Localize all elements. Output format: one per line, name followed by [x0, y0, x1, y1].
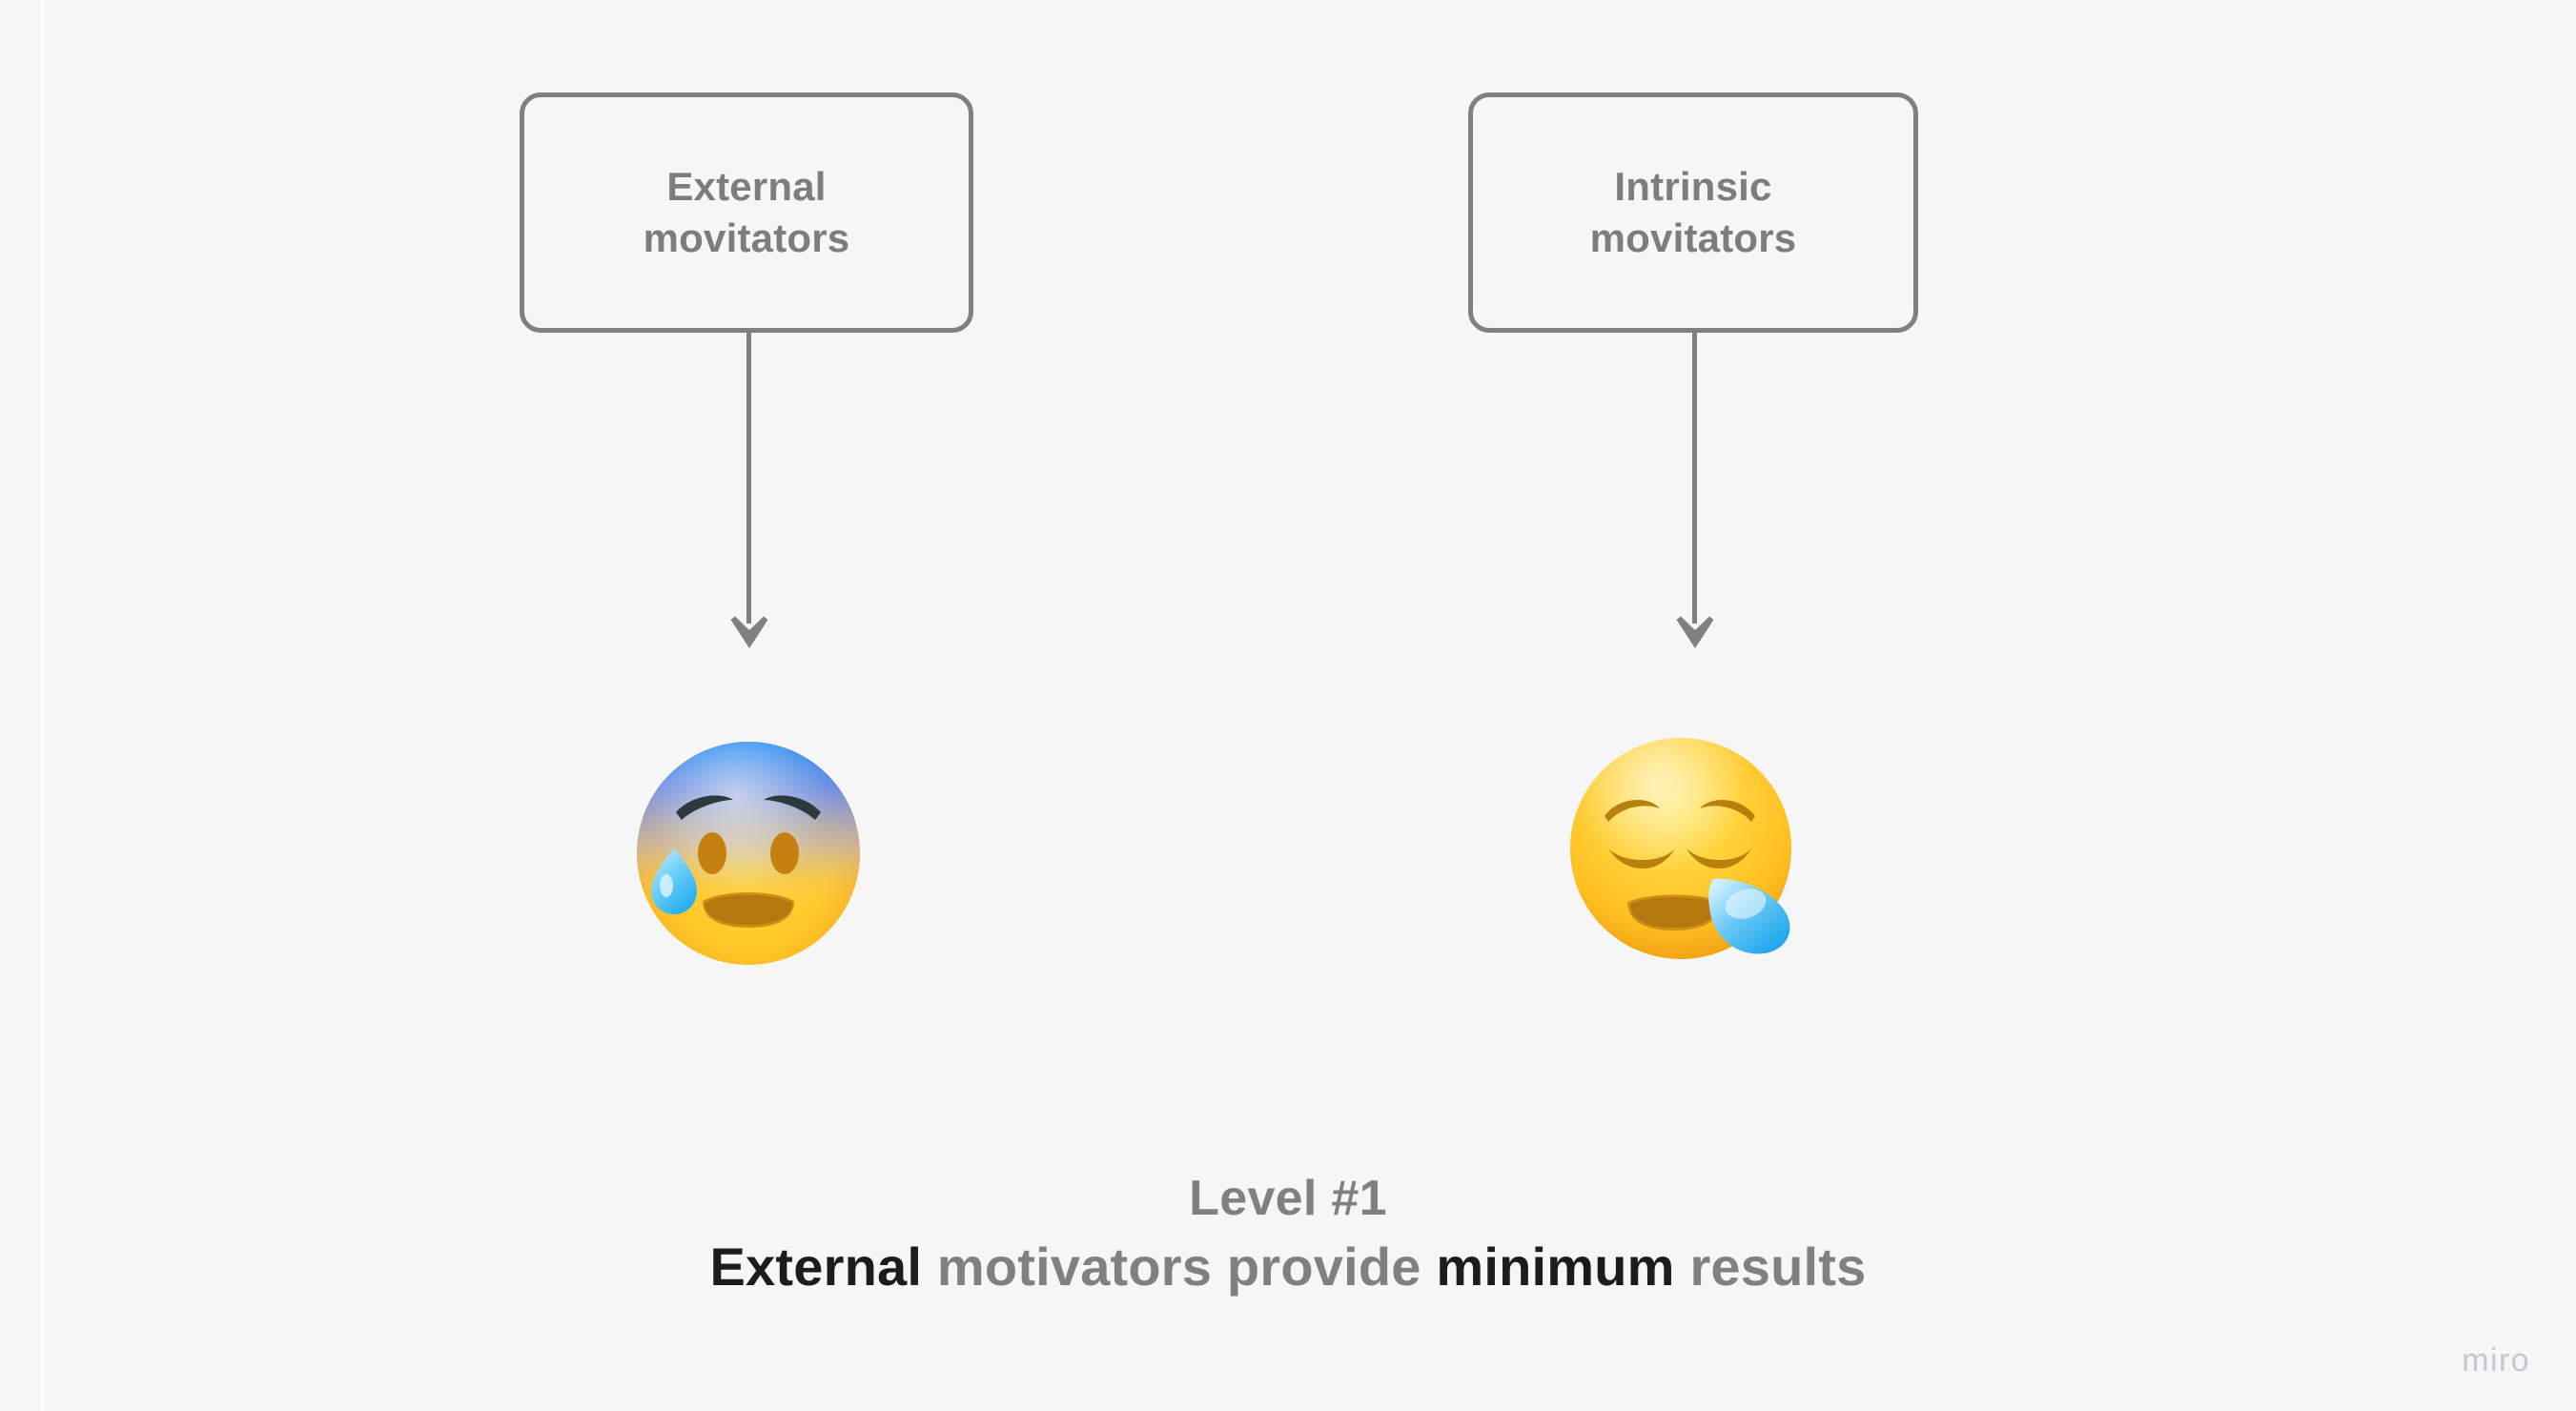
connector-line	[1692, 333, 1697, 624]
caption-level-label: Level #1	[1189, 1171, 1387, 1226]
caption-block: Level #1 External motivators provide min…	[0, 1171, 2576, 1298]
frame-divider	[41, 0, 44, 1411]
anxious-face-with-sweat-emoji[interactable]	[632, 737, 865, 970]
caption-word-provide: provide	[1226, 1237, 1421, 1298]
node-external-motivators[interactable]: External movitators	[520, 92, 973, 333]
node-intrinsic-motivators-label: Intrinsic movitators	[1589, 164, 1797, 260]
caption-word-external: External	[709, 1237, 923, 1298]
sleepy-face-emoji[interactable]	[1568, 734, 1812, 969]
caption-word-motivators: motivators	[936, 1237, 1213, 1298]
miro-watermark: miro	[2462, 1342, 2530, 1379]
caption-word-minimum: minimum	[1436, 1237, 1675, 1298]
arrowhead-down-icon	[1675, 612, 1715, 648]
node-external-motivators-label: External movitators	[643, 164, 850, 260]
caption-sentence: External motivators provide minimum resu…	[0, 1237, 2576, 1298]
arrowhead-down-icon	[729, 612, 769, 648]
node-intrinsic-motivators[interactable]: Intrinsic movitators	[1468, 92, 1918, 333]
caption-word-results: results	[1689, 1237, 1867, 1298]
connector-line	[746, 333, 751, 624]
